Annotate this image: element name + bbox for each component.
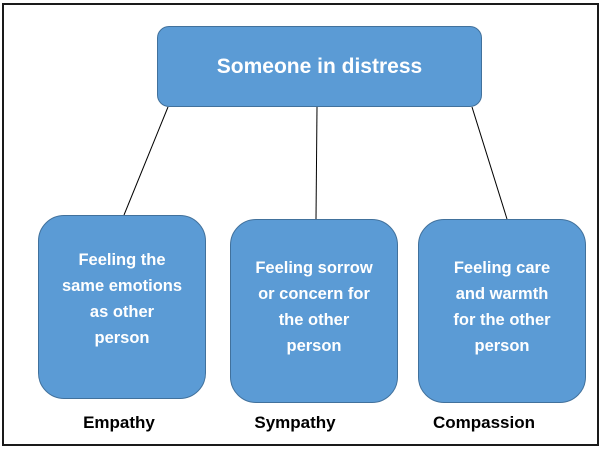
sympathy-caption: Sympathy xyxy=(254,413,336,432)
compassion-caption: Compassion xyxy=(432,413,536,432)
empathy-node: Feeling the same emotions as other perso… xyxy=(38,215,206,399)
sympathy-node-text: Feeling sorrow or concern for the other … xyxy=(255,259,373,355)
empathy-caption: Empathy xyxy=(83,413,155,432)
compassion-node-text: Feeling care and warmth for the other pe… xyxy=(453,259,551,355)
root-node: Someone in distress xyxy=(157,26,482,107)
connector-compassion xyxy=(471,106,508,220)
sympathy-node: Feeling sorrow or concern for the other … xyxy=(230,219,398,403)
root-node-label: Someone in distress xyxy=(216,54,423,78)
connector-empathy xyxy=(123,106,169,216)
empathy-node-text: Feeling the same emotions as other perso… xyxy=(61,251,183,347)
connector-sympathy xyxy=(315,106,318,220)
compassion-node: Feeling care and warmth for the other pe… xyxy=(418,219,586,403)
